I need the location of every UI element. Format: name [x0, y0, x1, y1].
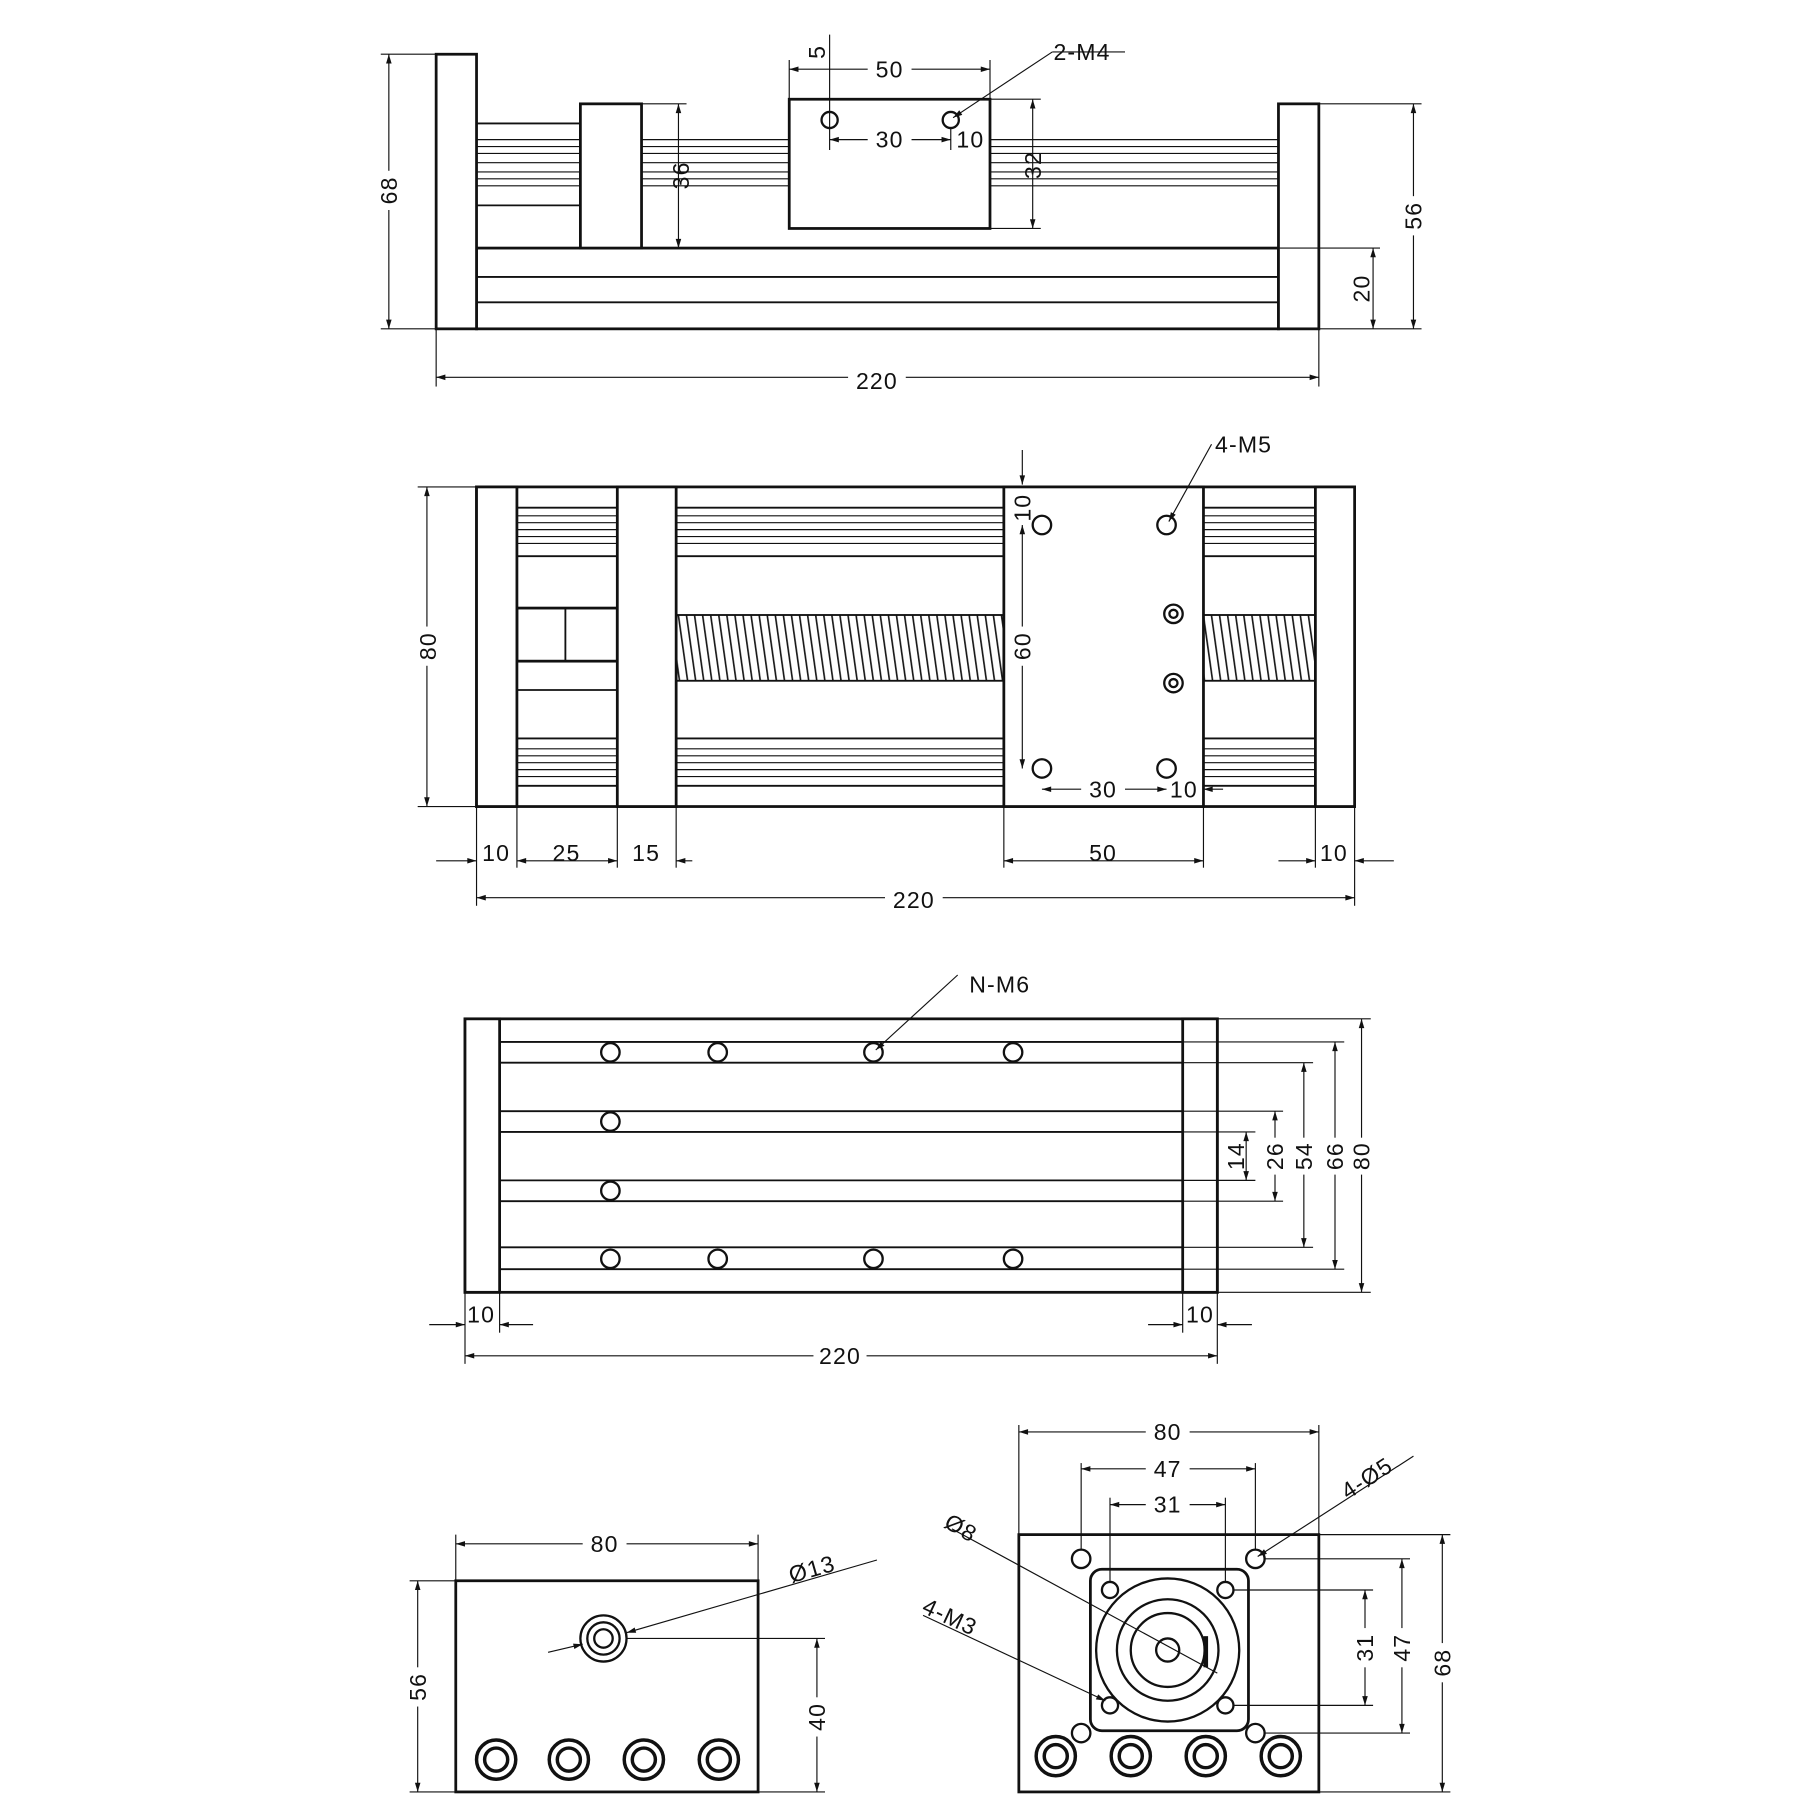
- coupling: [515, 606, 619, 663]
- extension-lines: [1182, 1018, 1371, 1293]
- dim-v-inner: 31: [1352, 1634, 1378, 1662]
- dim-v-outer: 47: [1389, 1634, 1415, 1662]
- dim-hole-pitch-inner: 31: [1154, 1492, 1182, 1518]
- dim-slider-height: 32: [1020, 151, 1046, 179]
- dim-hole-top-offset: 10: [1009, 494, 1035, 522]
- dim-right-height: 56: [1401, 202, 1427, 230]
- callout-4-m5: 4-M5: [1215, 431, 1272, 457]
- dim-hole-spacing-y: 60: [1009, 632, 1035, 660]
- left-end-plate: [434, 52, 478, 331]
- dim-overall-length: 220: [893, 887, 935, 913]
- left-end-plate: [475, 485, 519, 808]
- extension-lines: [475, 806, 1356, 906]
- dim-bore-height: 40: [804, 1703, 830, 1731]
- dim-end-width: 80: [591, 1531, 619, 1557]
- dim-end-height: 56: [405, 1673, 431, 1701]
- callout-n-m6: N-M6: [969, 971, 1030, 997]
- side-view: 68 56 20 36 32 50 5 30 10 2-M4 220: [376, 34, 1427, 394]
- slider-plate: [1002, 485, 1205, 808]
- m3-holes: [1100, 1580, 1235, 1715]
- dim-base-height: 20: [1349, 274, 1375, 302]
- m4-hole: [941, 110, 960, 130]
- dim-overall-height: 68: [376, 176, 402, 204]
- bottom-outline: [463, 1017, 1219, 1294]
- dim-hole-pitch-outer: 47: [1154, 1456, 1182, 1482]
- m5-hole: [1156, 514, 1177, 536]
- dim-slider-width: 50: [1089, 840, 1117, 866]
- callout-2-m4: 2-M4: [1053, 39, 1110, 65]
- bearing-bore: [579, 1614, 628, 1663]
- dim-hole-edge: 10: [956, 127, 984, 153]
- left-end-view: 80 56 40 Ø13: [405, 1531, 878, 1794]
- base-rail: [475, 246, 1280, 331]
- lead-screw: [675, 614, 1005, 682]
- top-view: 80 10 60 30 10 4-M5 10 25 15 50 10 220: [415, 431, 1394, 913]
- motor-end-view: 80 47 31 31 47 68 4-Ø5 Ø8 4-M3: [919, 1419, 1455, 1794]
- dim-overall-length: 220: [819, 1343, 861, 1369]
- support-block: [615, 485, 678, 808]
- right-end-plate: [1181, 1017, 1219, 1294]
- dim-gap: 25: [553, 840, 581, 866]
- m5-hole: [1031, 514, 1053, 536]
- counterbored-holes: [1034, 1734, 1303, 1778]
- m6-holes: [600, 1041, 1024, 1270]
- dim-slot-14: 14: [1223, 1142, 1249, 1170]
- dim-bottom-width: 80: [1349, 1142, 1375, 1170]
- bottom-view: N-M6 14 26 54 66 80 10 10 220: [429, 971, 1375, 1369]
- dim-plate-height: 68: [1429, 1649, 1455, 1677]
- nut-screw: [1163, 672, 1184, 694]
- m5-hole: [1156, 758, 1177, 779]
- dim-plate-width: 80: [1154, 1419, 1182, 1445]
- left-end-plate: [463, 1017, 501, 1294]
- dim-end-left: 10: [467, 1301, 495, 1327]
- shaft: [1155, 1637, 1181, 1663]
- dim-hole-spacing: 30: [876, 127, 904, 153]
- lead-screw: [1202, 614, 1317, 682]
- right-end-plate: [1313, 485, 1356, 808]
- callout-4-d5: 4-Ø5: [1336, 1452, 1397, 1504]
- dim-hole-edge: 10: [1170, 776, 1198, 802]
- t-slots: [499, 1041, 1183, 1271]
- callout-bore-dia: Ø13: [786, 1550, 838, 1588]
- dim-end-plate-right: 10: [1320, 840, 1348, 866]
- dim-slot-66: 66: [1322, 1142, 1348, 1170]
- dim-block-height: 36: [668, 161, 694, 189]
- dim-overall-length: 220: [856, 368, 898, 394]
- support-block: [579, 102, 643, 250]
- dim-slot-54: 54: [1291, 1142, 1317, 1170]
- dim-hole-offset: 5: [804, 45, 830, 59]
- dim-slider-width: 50: [876, 56, 904, 82]
- dim-slot-26: 26: [1262, 1142, 1288, 1170]
- right-end-plate: [1277, 102, 1321, 331]
- dim-end-right: 10: [1186, 1301, 1214, 1327]
- dim-hole-spacing-x: 30: [1089, 776, 1117, 802]
- counterbored-holes: [474, 1738, 741, 1781]
- dim-end-plate-left: 10: [482, 840, 510, 866]
- dim-top-width: 80: [415, 632, 441, 660]
- m5-hole: [1031, 758, 1053, 779]
- callout-4-m3: 4-M3: [919, 1593, 982, 1641]
- nut-screw: [1163, 603, 1184, 625]
- dim-block-width: 15: [632, 840, 660, 866]
